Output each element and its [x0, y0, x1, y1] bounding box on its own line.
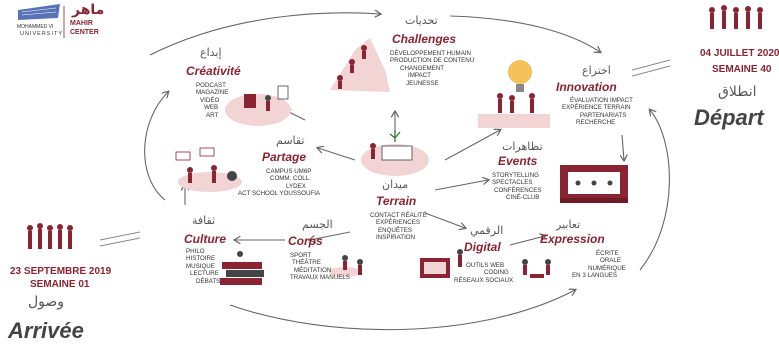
- culture-illustration: [220, 251, 264, 285]
- corps-items: SPORT THÉÂTRE MÉDITATION TRAVAUX MANUELS: [290, 252, 350, 282]
- center-name-arabic: ماهر: [72, 2, 105, 18]
- arrow-bottom: [229, 290, 575, 331]
- terrain-arabic: ميدان: [382, 178, 409, 191]
- challenges-title: Challenges: [392, 32, 457, 46]
- departure-date: 04 JUILLET 2020: [700, 48, 779, 59]
- innovation-illustration: [478, 60, 550, 128]
- departure-label: Départ: [694, 105, 764, 130]
- departure-people-illustration: [709, 5, 763, 29]
- events-items: STORYTELLING SPECTACLES CONFÉRENCES CINÉ…: [492, 172, 542, 202]
- expression-illustration: [522, 259, 551, 278]
- events-arabic: تظاهرات: [502, 140, 543, 153]
- arrival-label: Arrivée: [8, 318, 84, 343]
- arrow-top-left: [149, 13, 380, 56]
- culture-items: PHILO HISTOIRE MUSIQUE LECTURE DÉBATS: [186, 248, 221, 285]
- challenges-arabic: تحديات: [405, 14, 438, 27]
- digital-arabic: الرقمي: [470, 224, 504, 237]
- expression-title: Expression: [540, 232, 605, 246]
- departure-arabic: انطلاق: [718, 84, 757, 100]
- innovation-title: Innovation: [556, 80, 617, 94]
- innovation-items: ÉVALUATION IMPACT EXPÉRIENCE TERRAIN PAR…: [562, 97, 633, 127]
- arrow-terrain-corps: [310, 231, 351, 240]
- innovation-arabic: اختراع: [582, 64, 611, 77]
- arrow-innovation-events: [622, 134, 624, 160]
- terrain-title: Terrain: [376, 194, 417, 208]
- arrival-people-illustration: [27, 223, 73, 249]
- creativite-illustration: [225, 85, 291, 126]
- arrow-left: [144, 92, 168, 201]
- digital-title: Digital: [464, 240, 501, 254]
- events-illustration: [560, 165, 628, 203]
- corps-title: Corps: [288, 234, 323, 248]
- digital-illustration: [420, 249, 463, 278]
- expression-items: ÉCRITE ORALE NUMÉRIQUE EN 3 LANGUES: [572, 250, 626, 280]
- culture-arabic: ثقافة: [192, 214, 216, 227]
- arrow-digital-expression: [509, 236, 545, 246]
- center-name-line1: MAHIR: [70, 20, 93, 27]
- challenges-items: DÉVELOPPEMENT HUMAIN PRODUCTION DE CONTE…: [390, 50, 475, 87]
- partage-items: CAMPUS UM6P COMM. COLL. LYDEX ACT SCHOOL…: [238, 168, 321, 198]
- center-name-line2: CENTER: [70, 29, 99, 36]
- um6p-logo-mark: [18, 4, 60, 20]
- arrow-right: [639, 110, 670, 271]
- cycle-arrows: [144, 13, 670, 331]
- expression-arabic: تعابير: [556, 218, 581, 231]
- partage-arabic: تقاسم: [276, 134, 305, 147]
- events-title: Events: [498, 154, 538, 168]
- arrow-terrain-events: [434, 180, 488, 191]
- culture-title: Culture: [184, 232, 226, 246]
- arrow-terrain-digital: [424, 212, 465, 228]
- arrival-date: 23 SEPTEMBRE 2019: [10, 266, 112, 277]
- partage-illustration: [175, 147, 242, 192]
- arrow-terrain-innovation: [444, 130, 500, 161]
- creativite-items: PODCAST MAGAZINE VIDÉO WEB ART: [196, 82, 229, 119]
- arrow-terrain-partage: [318, 148, 356, 161]
- creativite-title: Créativité: [186, 64, 241, 78]
- arrival-arabic: وصول: [28, 294, 65, 310]
- arrow-top-right: [449, 15, 600, 52]
- partage-title: Partage: [262, 150, 307, 164]
- terrain-illustration: [361, 130, 429, 176]
- university-name-line1: MOHAMMED VI: [17, 24, 54, 30]
- start-arrows: [99, 59, 671, 247]
- corps-illustration: [329, 255, 363, 277]
- departure-week: SEMAINE 40: [712, 64, 772, 75]
- creativite-arabic: إبداع: [200, 46, 222, 59]
- digital-items: OUTILS WEB CODING RÉSEAUX SOCIAUX: [454, 262, 514, 284]
- challenges-illustration: [330, 38, 390, 92]
- corps-arabic: الجسم: [302, 218, 333, 231]
- terrain-items: CONTACT RÉALITÉ EXPÉRIENCES ENQUÊTES INS…: [370, 212, 427, 242]
- university-name-line2: UNIVERSITY: [20, 31, 64, 37]
- arrival-week: SEMAINE 01: [30, 279, 90, 290]
